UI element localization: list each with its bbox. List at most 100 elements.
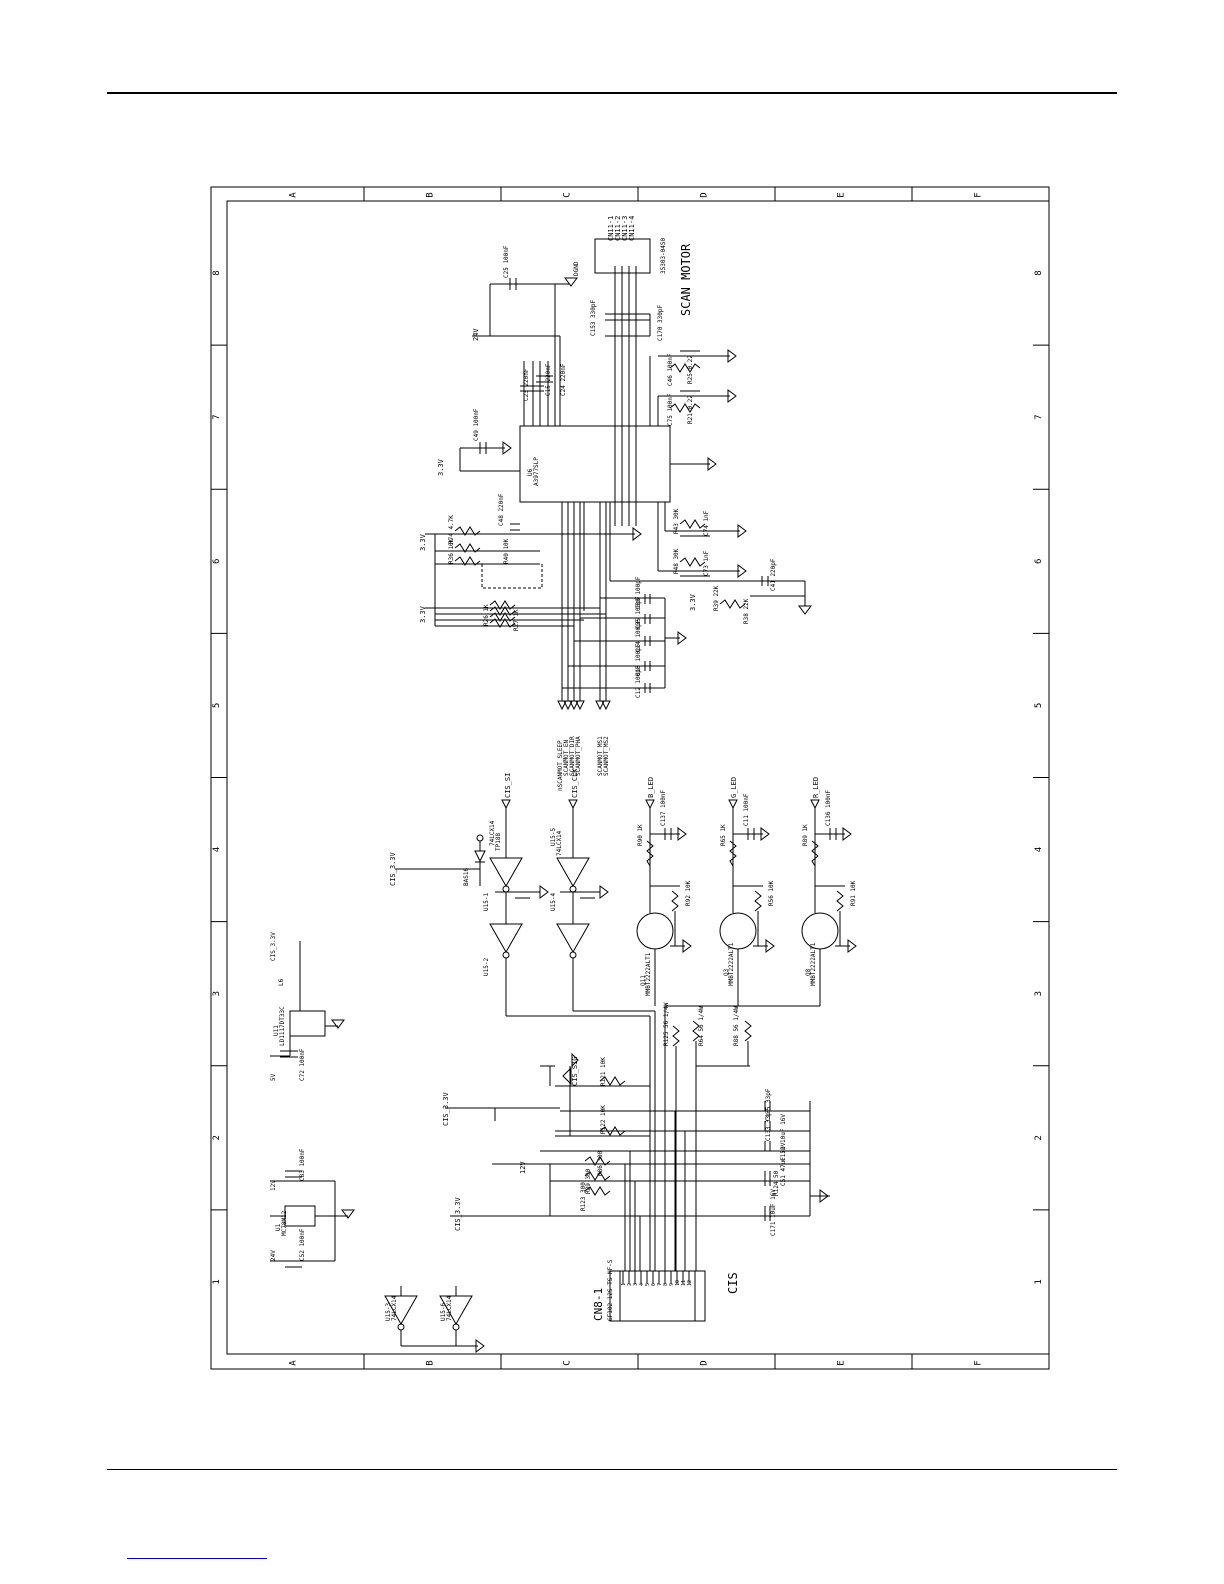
cis-connector-ref: CN8-1 <box>592 1288 605 1321</box>
frame-row-label: 5 <box>212 703 222 708</box>
motor-comp-6: C49 100nF <box>473 408 480 441</box>
u11-ref: U11 <box>273 1025 280 1036</box>
q11-ref: Q11 <box>640 975 647 986</box>
motor-comp-8: R25 0.22 <box>687 355 694 384</box>
u11-body <box>289 1010 326 1037</box>
ctrl-comp-14: C73 1nF <box>703 550 710 576</box>
net-b-led: B_LED <box>647 777 655 798</box>
q8-series: R88 56 1/4W <box>733 1006 740 1046</box>
motor-comp-9: C75 100nF <box>667 393 674 426</box>
q11-rb: R90 1K <box>637 824 644 846</box>
gnd-label-1: DGND <box>573 261 580 276</box>
frame-col-label: E <box>837 1360 847 1365</box>
frame-row-label: 7 <box>212 414 222 419</box>
ctrl-comp-5: R27 1K <box>513 609 520 631</box>
scan-sig-5: SCANMOT_MS2 <box>603 736 610 776</box>
u1-in: 24V <box>270 1250 277 1261</box>
cis-comp-0: R121 10K <box>600 1057 607 1086</box>
ctrl-comp-3: R40 10K <box>503 538 510 564</box>
frame-col-label: F <box>974 1360 984 1365</box>
ctrl-comp-0: R74 4.7K <box>448 515 455 544</box>
motor-comp-3: C23 220nF <box>523 368 530 401</box>
scan-motor-block <box>425 238 812 711</box>
ctrl-comp-11: R43 30K <box>673 508 680 534</box>
frame-col-label: A <box>289 192 299 198</box>
net-g-led: G_LED <box>730 777 738 798</box>
q11-rp: R92 10K <box>685 880 692 906</box>
cis-comp-10: C171 10uF 16V <box>770 1189 777 1236</box>
diode-part: BAS16 <box>463 868 470 886</box>
header-rule <box>107 92 1117 94</box>
u11-in: 5V <box>270 1073 277 1081</box>
ctrl-comp-16: R38 22K <box>743 598 750 624</box>
u11-ind: L6 <box>278 978 285 986</box>
cis-comp-6: R124 50 <box>773 1170 780 1196</box>
q8-part: MMBT2222ALT1 <box>810 942 817 986</box>
net-33v-b: 3.3V <box>419 605 427 623</box>
cis-label: CIS <box>726 1272 740 1294</box>
u11-part: LD1117DT33C <box>279 1006 286 1046</box>
net-cis-sig: CIS_SIG <box>571 1056 579 1086</box>
frame-row-label: 4 <box>1034 847 1044 852</box>
net-12v: 12V <box>519 1161 527 1174</box>
net-cis33-b: CIS_3.3V <box>442 1091 450 1126</box>
frame-row-label: 8 <box>1034 270 1044 275</box>
q3-rp: R56 10K <box>768 880 775 906</box>
u1-cap-out: C83 100nF <box>299 1148 306 1181</box>
frame-col-label: D <box>700 192 710 197</box>
cis-pin-label: 7 <box>657 1283 663 1286</box>
frame-col-label: F <box>974 192 984 197</box>
motor-pin-1: CN11-1 <box>607 216 615 241</box>
frame-row-label: 2 <box>1034 1135 1044 1140</box>
ctrl-comp-1: C48 220nF <box>498 493 505 526</box>
cis-comp-9: R123 300 <box>580 1182 587 1211</box>
footer-link-underline[interactable] <box>127 1558 267 1559</box>
logic-part-a: 74LCX14 <box>489 820 496 846</box>
cis-comp-4: C172 10uF 16V <box>780 1114 787 1161</box>
frame-grid <box>211 187 1049 1369</box>
cis-pin-label: 1 <box>621 1283 627 1286</box>
cis-comp-8: R89 300 <box>585 1168 592 1194</box>
ctrl-comp-8: C14 100pF <box>635 619 642 652</box>
u6-ref: U6 <box>527 468 534 476</box>
regulator-block <box>270 941 355 1268</box>
u1-cap-in: C52 100nF <box>299 1228 306 1261</box>
scan-sig-0: nSCANMOT_SLEEP <box>557 740 564 791</box>
cis-pin-label: 9 <box>669 1283 675 1286</box>
gate-u15-6: U15-6 <box>440 1303 447 1321</box>
q8-rp: R91 10K <box>850 880 857 906</box>
net-cis33-a: CIS_3.3V <box>389 851 397 886</box>
gate-u15-1: U15-1 <box>483 893 490 911</box>
gate-u15-5: U15-5 <box>550 828 557 846</box>
net-33v-c: 3.3V <box>689 593 697 611</box>
ctrl-comp-13: R48 30K <box>673 548 680 574</box>
gate-u15-4: U15-4 <box>550 893 557 911</box>
ctrl-comp-12: C74 1nF <box>703 510 710 536</box>
ctrl-comp-15: R39 22K <box>713 585 720 611</box>
scan-sig-3: SCANMOT_PHA <box>575 736 582 776</box>
frame-row-label: 5 <box>1034 703 1044 708</box>
net-cis-clk: CIS_CLK <box>571 768 579 798</box>
cis-pin-label: 3 <box>633 1283 639 1286</box>
u1-part: MC78M12 <box>281 1210 288 1236</box>
q3-part: MMBT2222ALT1 <box>728 942 735 986</box>
cis-pin-label: 10 <box>675 1280 681 1286</box>
cis-connector-part: GF102-12S-TS-NF-S <box>607 1259 614 1321</box>
motor-pin-4: CN11-4 <box>628 216 636 241</box>
ctrl-comp-9: C35 100pF <box>635 596 642 629</box>
frame-col-label: D <box>700 1360 710 1365</box>
cis-comp-7: R86 300 <box>597 1150 604 1176</box>
u6-driver-body <box>519 425 671 503</box>
ctrl-comp-7: C13 100pF <box>635 643 642 676</box>
ctrl-comp-2: R36 10K <box>448 538 455 564</box>
frame-row-label: 3 <box>1034 991 1044 996</box>
q11-part: MMBT2222ALT1 <box>645 952 652 996</box>
q3-cap: C11 100nF <box>743 793 750 826</box>
gate-u15-3: U15-3 <box>385 1303 392 1321</box>
frame-row-label: 8 <box>212 270 222 275</box>
u11-cap: C72 100nF <box>299 1048 306 1081</box>
motor-comp-1: C153 330pF <box>590 299 597 336</box>
